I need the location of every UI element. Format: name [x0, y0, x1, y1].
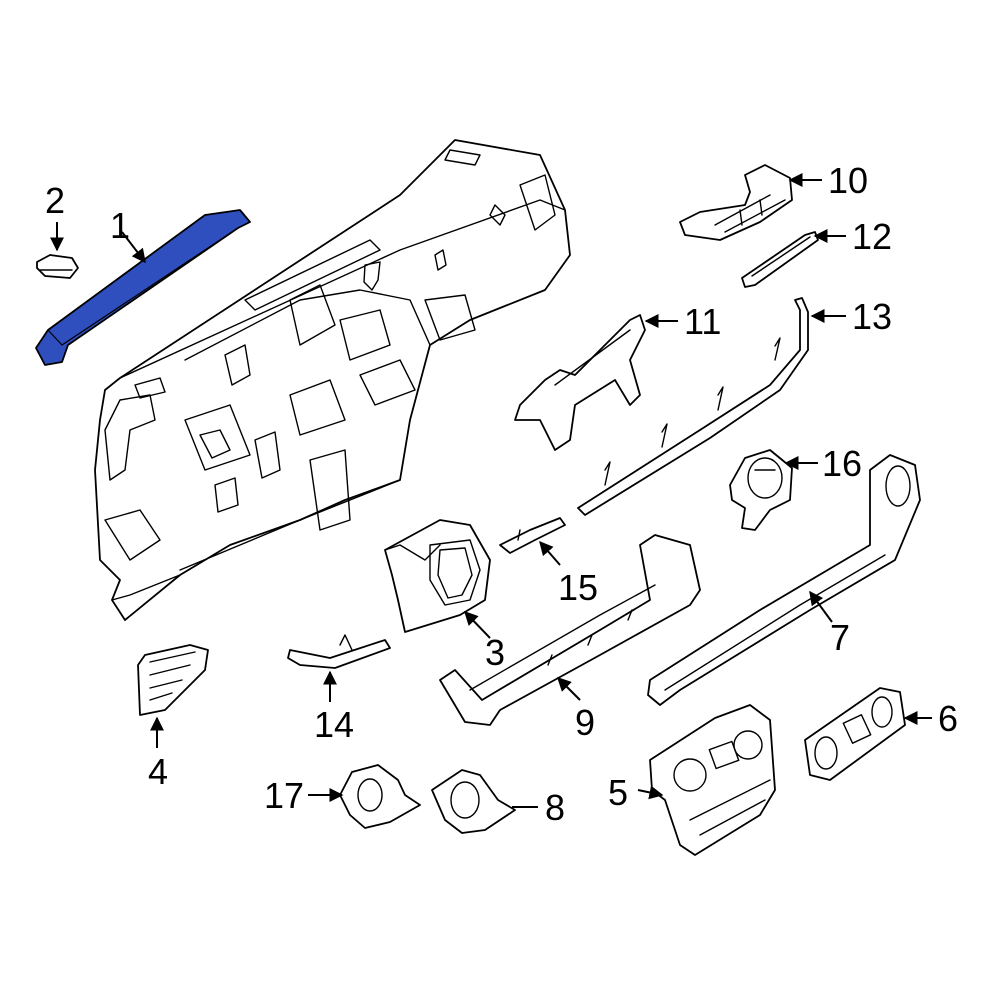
- part-3-housing: [384, 519, 491, 633]
- part-2-clip: [36, 254, 79, 279]
- part-7-long-trim: [647, 454, 921, 706]
- callout-4: 4: [148, 751, 168, 792]
- part-14-small-bracket: [287, 634, 391, 669]
- callout-9: 9: [575, 702, 595, 743]
- part-8-knob-bezel: [431, 769, 516, 834]
- callout-3: 3: [485, 632, 505, 673]
- part-5-control-bezel: [649, 704, 776, 856]
- part-16-switch-housing: [729, 449, 793, 531]
- leader-1: [121, 231, 146, 264]
- instrument-panel: [94, 139, 571, 621]
- part-10-vent-assembly: [679, 164, 793, 241]
- callout-1: 1: [110, 205, 130, 246]
- leader-7: [809, 590, 833, 623]
- leader-5: [637, 785, 664, 800]
- callout-12: 12: [852, 216, 892, 257]
- callout-7: 7: [830, 617, 850, 658]
- leader-9: [557, 677, 581, 701]
- part-15-clip-bracket: [499, 517, 566, 554]
- callout-6: 6: [938, 698, 958, 739]
- part-4-air-vent: [137, 644, 209, 716]
- callout-5: 5: [608, 772, 628, 813]
- callout-16: 16: [822, 443, 862, 484]
- callout-14: 14: [314, 704, 354, 745]
- callout-labels: 1 2 3 4 5 6 7 8 9 10 11 12 13 14 15 16 1…: [45, 160, 958, 828]
- callout-8: 8: [545, 787, 565, 828]
- callout-10: 10: [828, 160, 868, 201]
- callout-2: 2: [45, 180, 65, 221]
- callout-17: 17: [264, 775, 304, 816]
- leader-lines: [50, 173, 932, 808]
- part-13-long-rail: [577, 297, 809, 516]
- leader-15: [539, 540, 561, 566]
- part-6-control-plate: [804, 687, 906, 781]
- part-17-small-housing: [339, 764, 421, 829]
- part-11-bracket: [514, 314, 646, 451]
- part-1-highlighted-trim: [35, 209, 251, 366]
- callout-15: 15: [558, 567, 598, 608]
- callout-13: 13: [852, 296, 892, 337]
- part-12-trim-strip: [741, 231, 819, 288]
- part-9-lower-bracket: [439, 534, 701, 726]
- leader-3: [464, 610, 491, 639]
- callout-11: 11: [684, 301, 721, 342]
